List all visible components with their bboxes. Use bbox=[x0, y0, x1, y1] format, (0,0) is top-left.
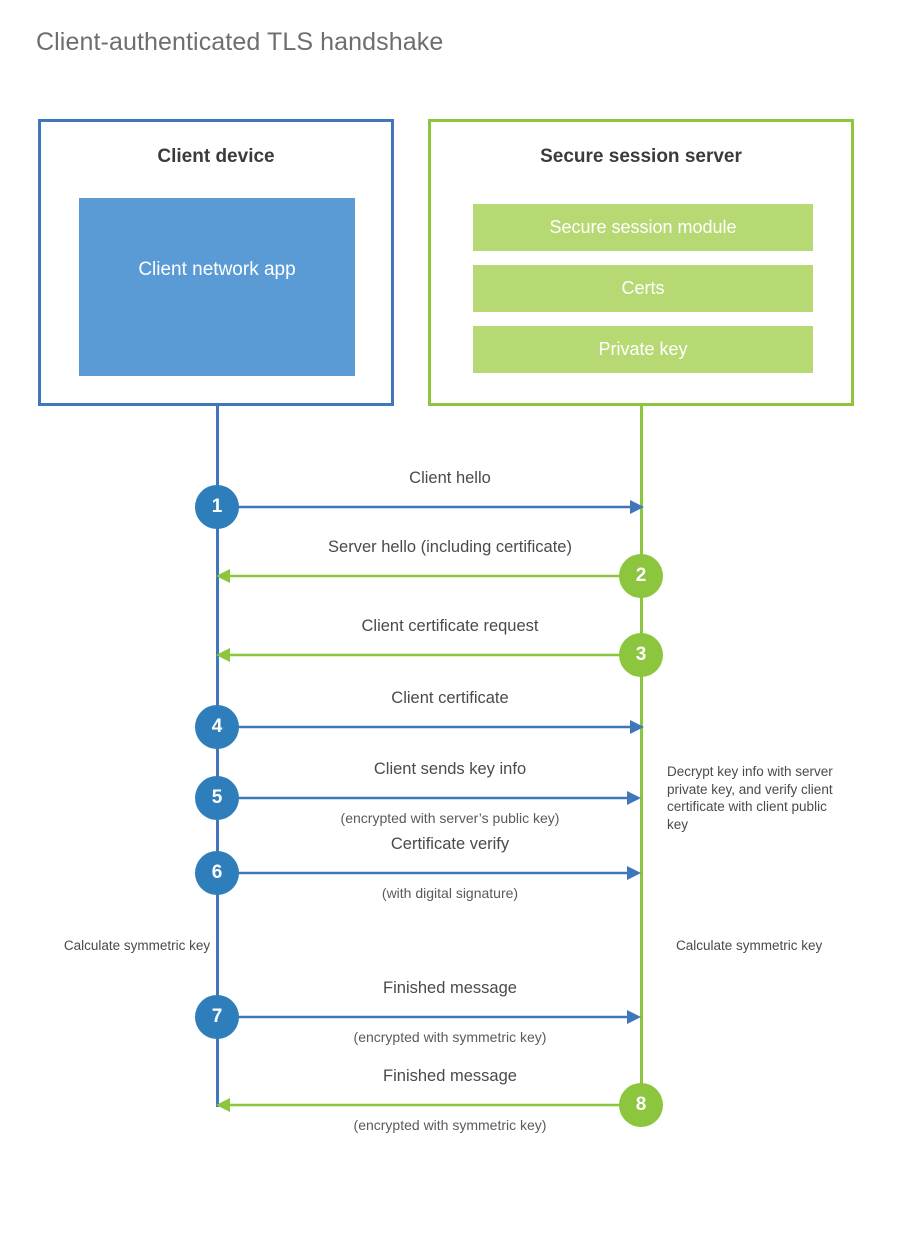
message-label-3: Client certificate request bbox=[361, 617, 539, 635]
client-network-app-label: Client network app bbox=[138, 259, 296, 280]
message-sublabel-6: (with digital signature) bbox=[381, 885, 519, 901]
message-label-5: Client sends key info bbox=[373, 760, 527, 778]
step-bubble-4[interactable]: 4 bbox=[195, 705, 239, 749]
note-calculate-symmetric-key-client: Calculate symmetric key bbox=[63, 938, 211, 953]
step-bubble-3[interactable]: 3 bbox=[619, 633, 663, 677]
step-bubble-8[interactable]: 8 bbox=[619, 1083, 663, 1127]
note-calculate-symmetric-key-server: Calculate symmetric key bbox=[676, 938, 823, 953]
step-number: 6 bbox=[211, 862, 223, 883]
message-label-6: Certificate verify bbox=[390, 835, 510, 853]
arrow-server-to-client-8 bbox=[216, 1098, 642, 1112]
server-lifeline bbox=[640, 404, 643, 1107]
arrow-server-to-client-3 bbox=[216, 648, 642, 662]
step-number: 7 bbox=[211, 1006, 223, 1027]
step-number: 1 bbox=[211, 496, 223, 517]
client-device-title: Client device bbox=[157, 146, 275, 167]
step-bubble-2[interactable]: 2 bbox=[619, 554, 663, 598]
message-sublabel-7: (encrypted with symmetric key) bbox=[353, 1029, 547, 1045]
step-number: 4 bbox=[211, 716, 223, 737]
message-label-8: Finished message bbox=[383, 1067, 517, 1085]
message-label-2: Server hello (including certificate) bbox=[328, 538, 572, 556]
step-bubble-7[interactable]: 7 bbox=[195, 995, 239, 1039]
note-decrypt-key-info: Decrypt key info with server private key… bbox=[667, 764, 833, 832]
step-bubble-1[interactable]: 1 bbox=[195, 485, 239, 529]
step-number: 5 bbox=[211, 787, 223, 808]
message-label-1: Client hello bbox=[409, 469, 491, 487]
page-title: Client-authenticated TLS handshake bbox=[36, 28, 444, 56]
secure-session-server-title: Secure session server bbox=[540, 146, 742, 167]
server-component-label: Certs bbox=[621, 278, 665, 298]
arrow-client-to-server-6 bbox=[216, 866, 641, 880]
message-label-7: Finished message bbox=[383, 979, 517, 997]
arrow-client-to-server-1 bbox=[216, 500, 644, 514]
arrow-client-to-server-5 bbox=[216, 791, 641, 805]
step-number: 3 bbox=[635, 644, 647, 665]
secure-session-server-box: Secure session server Secure session mod… bbox=[428, 119, 854, 406]
step-number: 8 bbox=[635, 1094, 647, 1115]
server-component-certs: Certs bbox=[473, 265, 813, 312]
message-sublabel-8: (encrypted with symmetric key) bbox=[353, 1117, 547, 1133]
client-device-box: Client device Client network app bbox=[38, 119, 394, 406]
client-lifeline bbox=[216, 404, 219, 1107]
server-component-secure-session-module: Secure session module bbox=[473, 204, 813, 251]
step-bubble-6[interactable]: 6 bbox=[195, 851, 239, 895]
arrow-server-to-client-2 bbox=[216, 569, 642, 583]
step-number: 2 bbox=[635, 565, 647, 586]
client-network-app-block: Client network app bbox=[79, 198, 355, 376]
step-bubble-5[interactable]: 5 bbox=[195, 776, 239, 820]
message-sublabel-5: (encrypted with server’s public key) bbox=[340, 810, 560, 826]
server-component-label: Secure session module bbox=[549, 217, 737, 237]
arrow-client-to-server-4 bbox=[216, 720, 644, 734]
arrow-client-to-server-7 bbox=[216, 1010, 641, 1024]
server-component-label: Private key bbox=[598, 339, 688, 359]
server-component-private-key: Private key bbox=[473, 326, 813, 373]
message-label-4: Client certificate bbox=[391, 689, 509, 707]
